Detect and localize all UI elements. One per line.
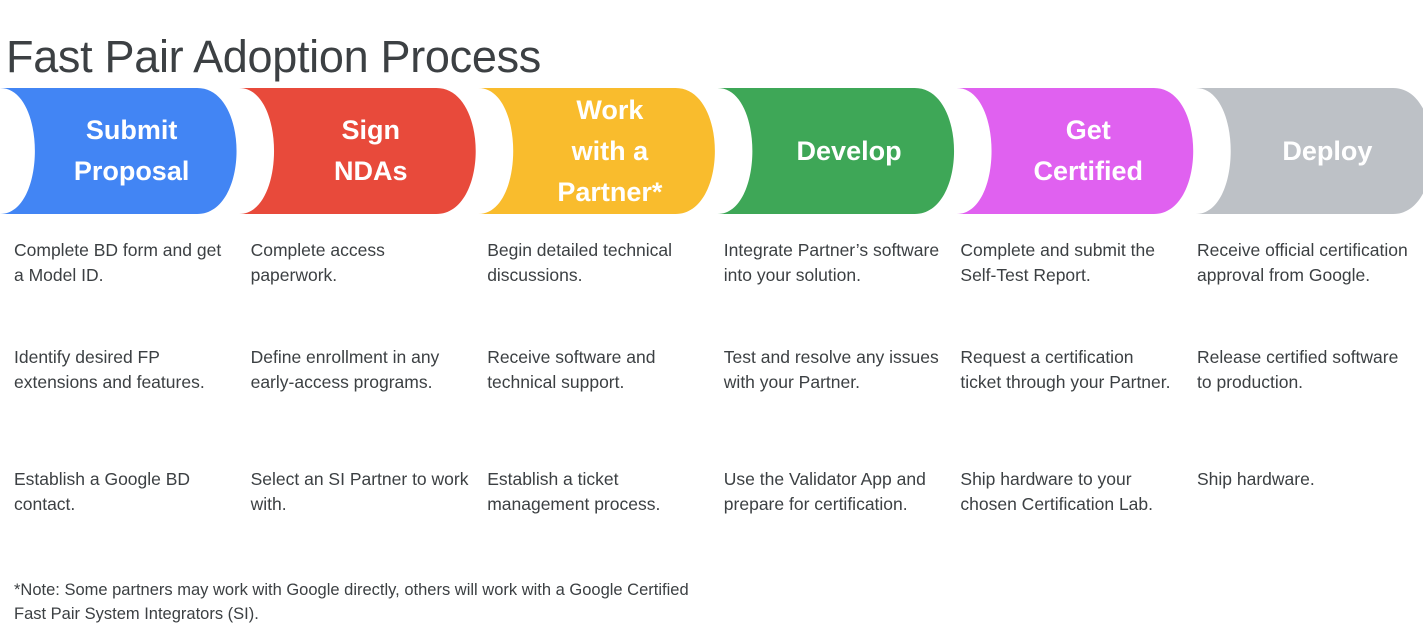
step-item: Complete and submit the Self-Test Report… (960, 240, 1155, 285)
chevron-shapes (0, 88, 1423, 214)
step-item: Request a certification ticket through y… (960, 347, 1171, 392)
step-item: Begin detailed technical discussions. (487, 240, 673, 285)
step-item: Ship hardware to your chosen Certificati… (960, 469, 1154, 514)
chevron-stage-6[interactable] (1195, 88, 1423, 214)
step-item: Establish a Google BD contact. (14, 469, 191, 514)
chevron-stage-1[interactable] (0, 88, 237, 214)
step-item: Select an SI Partner to work with. (250, 469, 469, 514)
step-item: Integrate Partner’s software into your s… (723, 240, 940, 285)
step-item: Ship hardware. (1197, 469, 1315, 489)
step-item: Complete access paperwork. (250, 240, 385, 285)
step-item: Test and resolve any issues with your Pa… (723, 347, 939, 392)
step-item: Receive official certification approval … (1197, 240, 1408, 285)
footnote: *Note: Some partners may work with Googl… (14, 581, 689, 623)
process-steps-grid: Complete BD form and get a Model ID. Iden… (0, 238, 1423, 548)
step-item: Use the Validator App and prepare for ce… (723, 469, 926, 514)
step-item: Release certified software to production… (1197, 347, 1399, 392)
step-item: Establish a ticket management process. (487, 469, 661, 514)
step-item: Identify desired FP extensions and featu… (14, 347, 205, 392)
step-item: Complete BD form and get a Model ID. (14, 240, 222, 285)
step-item: Receive software and technical support. (487, 347, 656, 392)
page-title: Fast Pair Adoption Process (6, 31, 541, 83)
chevron-stage-5[interactable] (956, 88, 1194, 214)
chevron-stage-4[interactable] (717, 88, 955, 214)
chevron-stage-2[interactable] (239, 88, 476, 214)
chevron-stage-3[interactable] (478, 88, 715, 214)
step-item: Define enrollment in any early-access pr… (250, 347, 440, 392)
